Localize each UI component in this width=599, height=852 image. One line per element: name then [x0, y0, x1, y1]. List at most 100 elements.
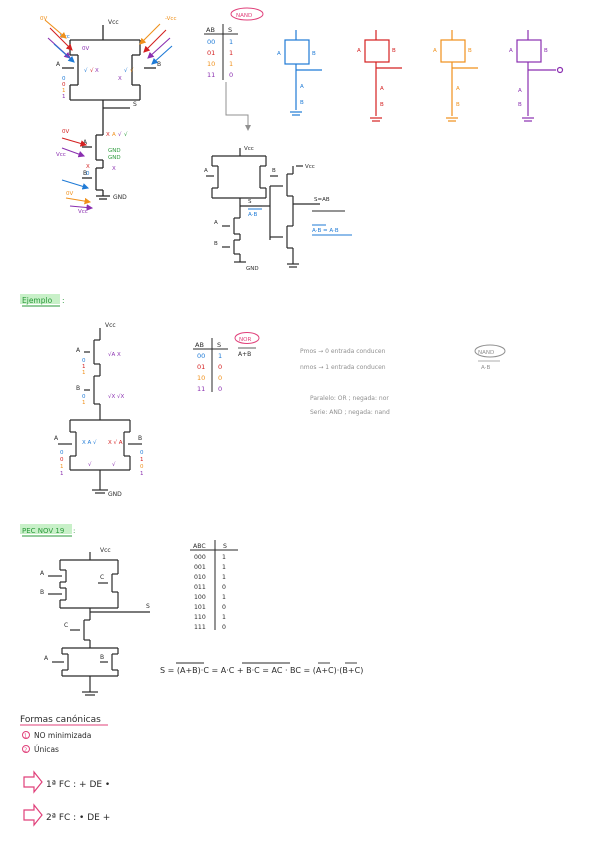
svg-text:Pmos → 0 entrada conducen: Pmos → 0 entrada conducen [300, 348, 386, 355]
nand-color-arrows [44, 19, 173, 211]
svg-text:S: S [223, 543, 227, 550]
svg-text:Vcc: Vcc [244, 146, 254, 152]
svg-text:GND: GND [113, 194, 127, 201]
svg-text:1: 1 [140, 457, 144, 463]
pec-heading: PEC NOV 19 : [20, 524, 75, 537]
svg-text:A: A [56, 61, 61, 68]
svg-text:001: 001 [194, 564, 206, 571]
svg-text:0: 0 [60, 457, 64, 463]
svg-text:0: 0 [218, 374, 222, 382]
svg-text::: : [62, 296, 65, 305]
pec-equation: S = (A+B)·C = A·C + B·C = AC · BC = (A+C… [160, 662, 363, 675]
svg-text:0V: 0V [82, 46, 89, 52]
svg-text:-Vcc: -Vcc [165, 16, 176, 22]
svg-text:Vcc: Vcc [56, 152, 66, 158]
svg-text:110: 110 [194, 614, 206, 621]
svg-text:A+B: A+B [238, 351, 251, 358]
svg-text:C: C [64, 622, 68, 629]
svg-text:111: 111 [194, 624, 206, 631]
svg-text:011: 011 [194, 584, 206, 591]
svg-text:1: 1 [222, 614, 226, 621]
svg-text:1ª FC : + DE •: 1ª FC : + DE • [46, 780, 110, 790]
nand-inverter-overlines [248, 208, 352, 236]
svg-text:A: A [357, 48, 361, 54]
mos-rules-notes: Pmos → 0 entrada conducen nmos → 1 entra… [300, 344, 506, 416]
svg-text:NO minimizada: NO minimizada [34, 731, 91, 740]
svg-text:Formas canónicas: Formas canónicas [20, 714, 101, 725]
svg-text:B: B [312, 51, 316, 57]
pec-labels: Vcc A B C S C A B [40, 547, 150, 662]
svg-text:√: √ [88, 461, 92, 468]
svg-text:A: A [40, 570, 45, 577]
svg-text:A: A [54, 435, 59, 442]
svg-text:000: 000 [194, 554, 206, 561]
svg-text:S: S [228, 26, 232, 34]
svg-text:GND: GND [108, 491, 122, 498]
svg-text:S=AB: S=AB [314, 197, 330, 203]
ejemplo-heading: Ejemplo : [20, 294, 65, 307]
svg-text:nmos → 1 entrada conducen: nmos → 1 entrada conducen [300, 364, 386, 371]
svg-text:010: 010 [194, 574, 206, 581]
canonical-forms: Formas canónicas 1 NO minimizada 2 Única… [20, 714, 108, 754]
svg-text:Vcc: Vcc [100, 547, 111, 554]
svg-text:NOR: NOR [239, 337, 251, 343]
svg-text:A: A [380, 86, 384, 92]
svg-text:1: 1 [229, 38, 233, 46]
svg-text:S: S [133, 101, 137, 108]
svg-text:Serie: AND ; negada: nand: Serie: AND ; negada: nand [310, 409, 390, 416]
nand-truth-table: NAND AB S 00 01 10 11 1 1 1 0 [204, 7, 264, 131]
nor-truth-table: AB S 00 01 10 11 1 0 0 0 NOR A+B [193, 332, 260, 393]
svg-text:00: 00 [207, 38, 215, 46]
nor-cmos-circuit [58, 328, 142, 494]
svg-text:S: S [146, 603, 150, 610]
svg-text:1: 1 [82, 400, 86, 406]
switch-diagram-purple: A B A B [509, 30, 564, 122]
svg-text:√: √ [130, 67, 134, 74]
svg-text:10: 10 [207, 60, 215, 68]
svg-text:√: √ [124, 67, 128, 74]
svg-text:B: B [40, 589, 44, 596]
svg-text:√: √ [90, 67, 94, 74]
svg-text:B: B [544, 48, 548, 54]
svg-text:2ª FC : • DE +: 2ª FC : • DE + [46, 813, 110, 823]
svg-text:A·B = A·B: A·B = A·B [312, 228, 339, 234]
svg-text:10: 10 [197, 374, 205, 382]
svg-text:X: X [86, 164, 90, 170]
svg-text:0: 0 [218, 363, 222, 371]
svg-text:0: 0 [229, 71, 233, 79]
svg-text:1: 1 [82, 370, 86, 376]
svg-text:S: S [248, 199, 252, 205]
svg-text:B: B [83, 170, 87, 177]
svg-text:0: 0 [86, 171, 90, 177]
svg-text:1: 1 [62, 94, 66, 100]
svg-text:B: B [456, 102, 460, 108]
svg-text:0: 0 [82, 358, 86, 364]
svg-text:0: 0 [222, 584, 226, 591]
svg-text:X: X [112, 166, 116, 172]
svg-text:01: 01 [207, 49, 215, 57]
svg-text:PEC NOV 19: PEC NOV 19 [22, 527, 64, 535]
svg-text:0V: 0V [66, 191, 73, 197]
svg-text:√: √ [118, 131, 122, 138]
nand-labels: Vcc A B S A B GND [56, 19, 161, 201]
svg-text:Únicas: Únicas [34, 745, 59, 754]
svg-text:GND: GND [246, 266, 259, 272]
svg-text:1: 1 [222, 564, 226, 571]
svg-text:B: B [518, 102, 522, 108]
svg-text:X: X [106, 132, 110, 138]
svg-text:B: B [468, 48, 472, 54]
svg-text:0: 0 [218, 385, 222, 393]
second-canonical-form: 2ª FC : • DE + [23, 803, 110, 827]
svg-text:A: A [204, 168, 208, 174]
svg-text:√: √ [124, 131, 128, 138]
svg-text:A: A [518, 88, 522, 94]
svg-text:NAND: NAND [478, 350, 494, 356]
svg-text:AB: AB [206, 26, 215, 34]
svg-text:1: 1 [140, 471, 144, 477]
svg-text:Vcc: Vcc [305, 164, 315, 170]
svg-text:0: 0 [60, 450, 64, 456]
